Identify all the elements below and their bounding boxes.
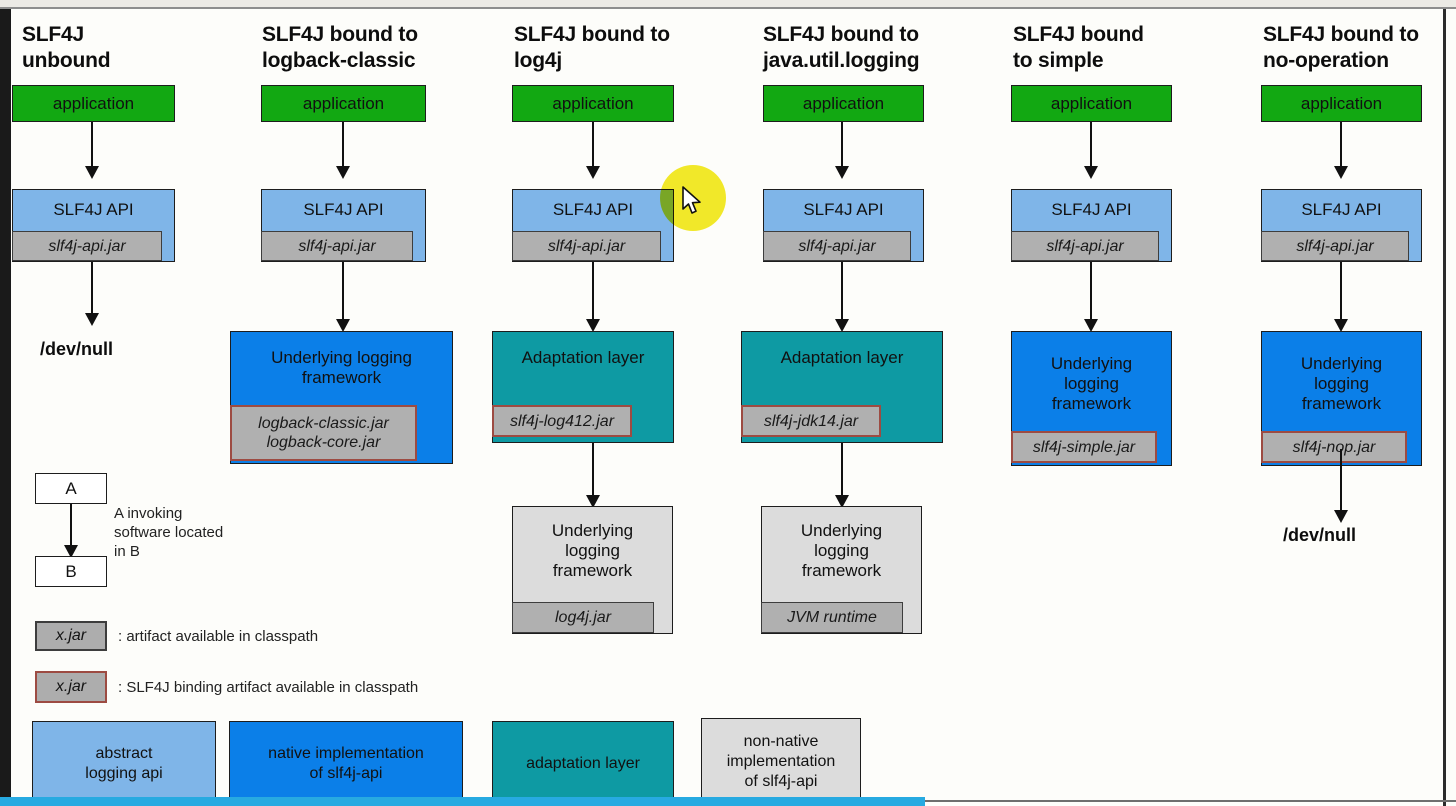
box-underlying-label: Underlying logging framework	[551, 521, 634, 580]
box-api-label: SLF4J API	[1301, 200, 1382, 219]
legend-box-a: A	[35, 473, 107, 504]
jar-slf4j-log4j12: slf4j-log412.jar	[492, 405, 632, 437]
jar-slf4j-simple: slf4j-simple.jar	[1011, 431, 1157, 463]
jar-slf4j-nop: slf4j-nop.jar	[1261, 431, 1407, 463]
legend-jar-binding: x.jar	[35, 671, 107, 703]
column-title-nop: SLF4J bound to no-operation	[1263, 23, 1419, 72]
legend-box-b: B	[35, 556, 107, 587]
legend-artifact-text: : artifact available in classpath	[118, 628, 319, 645]
window-frame-right	[1443, 9, 1446, 806]
box-application-nop: application	[1261, 85, 1422, 122]
legend-jar-artifact: x.jar	[35, 621, 107, 651]
key-abstract-logging-api: abstract logging api	[32, 721, 216, 806]
box-application-simple: application	[1011, 85, 1172, 122]
column-title-logback: SLF4J bound to logback-classic	[262, 23, 418, 72]
window-toolbar-strip: · · · · · · · ·	[0, 0, 1456, 9]
jar-logback-artifacts: logback-classic.jar logback-core.jar	[230, 405, 417, 461]
box-underlying-label: Underlying logging framework	[271, 348, 412, 387]
key-native-implementation: native implementation of slf4j-api	[229, 721, 463, 806]
window-bottom-divider	[925, 800, 1456, 802]
page-load-progressbar	[0, 797, 925, 806]
devnull-label-unbound: /dev/null	[40, 339, 114, 359]
box-api-label: SLF4J API	[53, 200, 134, 219]
devnull-label-nop: /dev/null	[1283, 525, 1357, 545]
jar-slf4j-jdk14: slf4j-jdk14.jar	[741, 405, 881, 437]
diagram-canvas: SLF4J unbound application SLF4J API slf4…	[11, 9, 1443, 806]
box-application-logback: application	[261, 85, 426, 122]
key-adaptation-layer: adaptation layer	[492, 721, 674, 806]
box-adaptation-label: Adaptation layer	[521, 348, 645, 367]
jar-jvm-runtime: JVM runtime	[761, 602, 903, 633]
column-title-simple: SLF4J bound to simple	[1013, 23, 1144, 72]
box-adaptation-label: Adaptation layer	[780, 348, 904, 367]
box-api-label: SLF4J API	[1051, 200, 1132, 219]
column-title-log4j: SLF4J bound to log4j	[514, 23, 670, 72]
jar-slf4j-api-nop: slf4j-api.jar	[1261, 231, 1409, 261]
box-api-label: SLF4J API	[552, 200, 634, 219]
toolbar-divider	[0, 7, 1456, 9]
jar-slf4j-api-jul: slf4j-api.jar	[763, 231, 911, 261]
legend-binding-text: : SLF4J binding artifact available in cl…	[118, 679, 419, 696]
box-adaptation-log4j: Adaptation layer	[492, 331, 674, 443]
key-non-native-implementation: non-native implementation of slf4j-api	[701, 718, 861, 806]
window-frame-left	[0, 9, 11, 806]
box-api-label: SLF4J API	[303, 200, 384, 219]
box-api-label: SLF4J API	[803, 200, 884, 219]
box-underlying-label: Underlying logging framework	[800, 521, 883, 580]
column-title-unbound: SLF4J unbound	[22, 23, 111, 72]
column-title-jul: SLF4J bound to java.util.logging	[763, 23, 920, 72]
box-underlying-label: Underlying logging framework	[1050, 354, 1133, 413]
jar-slf4j-api-logback: slf4j-api.jar	[261, 231, 413, 261]
box-underlying-label: Underlying logging framework	[1300, 354, 1383, 413]
legend-invoke-text: A invoking software located in B	[114, 505, 224, 560]
box-application-jul: application	[763, 85, 924, 122]
toolbar-ghost-text: · · · · · · · ·	[545, 0, 815, 4]
box-application-log4j: application	[512, 85, 674, 122]
jar-slf4j-api-simple: slf4j-api.jar	[1011, 231, 1159, 261]
box-application-unbound: application	[12, 85, 175, 122]
jar-slf4j-api-log4j: slf4j-api.jar	[512, 231, 661, 261]
jar-slf4j-api-unbound: slf4j-api.jar	[12, 231, 162, 261]
jar-log4j: log4j.jar	[512, 602, 654, 633]
